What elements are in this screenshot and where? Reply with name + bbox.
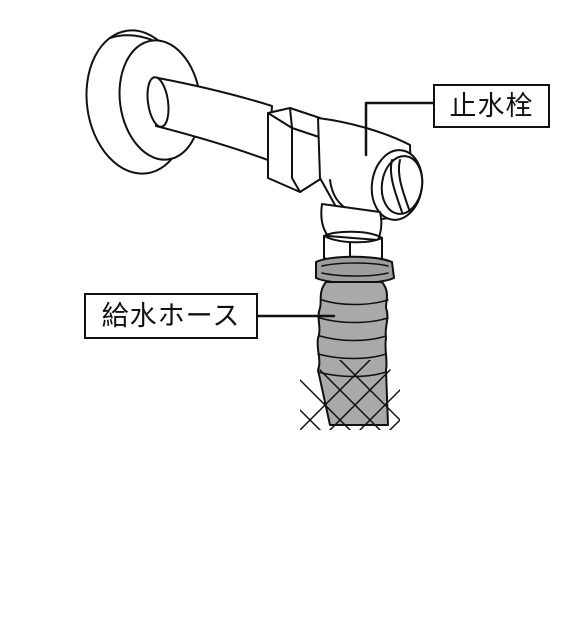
wall-pipe-end — [146, 76, 170, 128]
valve-cap — [370, 149, 424, 221]
supply-hose-label: 給水ホース — [84, 293, 258, 339]
hex-nut — [267, 107, 323, 193]
supply-hose — [300, 281, 400, 430]
stopcock-label: 止水栓 — [433, 84, 550, 128]
leader-line-stopcock — [364, 101, 435, 157]
hose-coupling — [315, 255, 395, 285]
